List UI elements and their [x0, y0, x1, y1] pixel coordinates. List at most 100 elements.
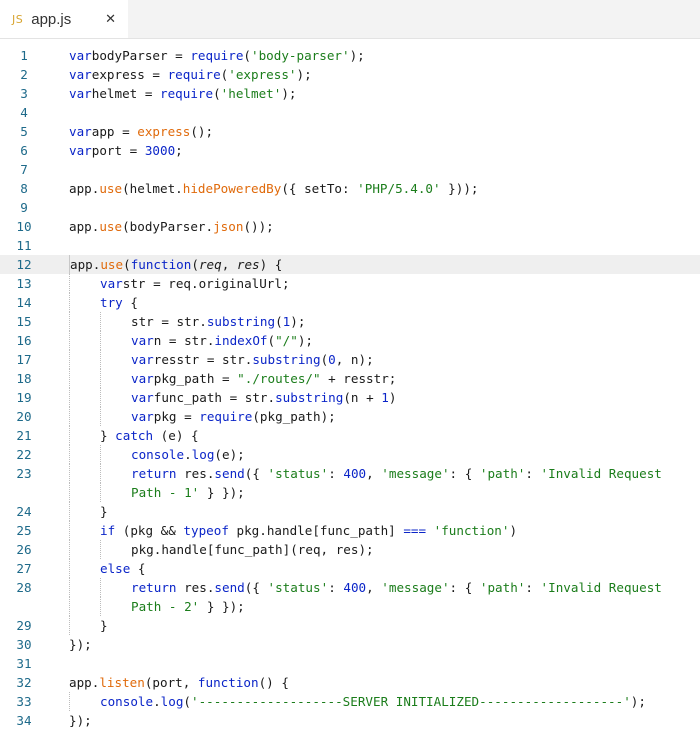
token-kw: substring — [252, 352, 321, 367]
token-kw: var — [131, 390, 154, 405]
line-number: 33 — [16, 694, 32, 709]
code-text: varexpress = require('express'); — [69, 65, 312, 84]
code-text: varhelmet = require('helmet'); — [69, 84, 297, 103]
line-number: 28 — [16, 580, 32, 595]
code-line[interactable]: 4 — [0, 103, 700, 122]
code-line[interactable]: 29} — [0, 616, 700, 635]
indent-guide — [100, 388, 101, 407]
line-number: 13 — [16, 276, 32, 291]
tab-bar: JS app.js ✕ — [0, 0, 700, 39]
token-str: 'helmet' — [220, 86, 282, 101]
token-text: ()); — [243, 219, 274, 234]
token-kw: var — [69, 86, 92, 101]
token-text: (n + — [343, 390, 382, 405]
code-text: varpkg = require(pkg_path); — [131, 407, 336, 426]
code-line[interactable]: Path - 2' } }); — [0, 597, 700, 616]
code-line[interactable]: 11 — [0, 236, 700, 255]
token-kw: return — [131, 580, 177, 595]
line-number: 20 — [16, 409, 32, 424]
code-line[interactable]: 34}); — [0, 711, 700, 730]
token-str: "/" — [275, 333, 298, 348]
code-line[interactable]: Path - 1' } }); — [0, 483, 700, 502]
token-text: ); — [349, 48, 365, 63]
code-line[interactable]: 30}); — [0, 635, 700, 654]
line-number: 17 — [16, 352, 32, 367]
token-text: . — [153, 694, 161, 709]
tab-app-js[interactable]: JS app.js ✕ — [0, 0, 128, 38]
code-line[interactable]: 9 — [0, 198, 700, 217]
token-str: 'path' — [479, 466, 526, 481]
token-str: 'message' — [381, 466, 450, 481]
token-str: 'Invalid Request — [540, 466, 662, 481]
token-kw: send — [214, 466, 245, 481]
indent-guide — [69, 578, 70, 597]
indent-guide — [69, 692, 70, 711]
token-text: ) { — [259, 257, 283, 272]
indent-guide — [69, 616, 70, 635]
code-text: }); — [69, 711, 92, 730]
code-text: app.use(helmet.hidePoweredBy({ setTo: 'P… — [69, 179, 479, 198]
token-kw: var — [69, 124, 92, 139]
code-text: Path - 1' } }); — [131, 483, 245, 502]
token-kw: require — [167, 67, 221, 82]
code-line[interactable]: 20 varpkg = require(pkg_path); — [0, 407, 700, 426]
token-fn: listen — [99, 675, 145, 690]
close-icon[interactable]: ✕ — [105, 11, 116, 27]
code-line[interactable]: 7 — [0, 160, 700, 179]
token-num: 1 — [282, 314, 291, 329]
token-kw: log — [160, 694, 184, 709]
token-text: ); — [630, 694, 646, 709]
code-line[interactable]: 24} — [0, 502, 700, 521]
code-text: varapp = express(); — [69, 122, 213, 141]
code-line[interactable]: 31 — [0, 654, 700, 673]
code-text: console.log('-------------------SERVER I… — [100, 692, 646, 711]
token-text: } — [100, 428, 116, 443]
line-number: 29 — [16, 618, 32, 633]
code-text: } — [100, 502, 108, 521]
code-text: } — [100, 616, 108, 635]
token-kw: try — [100, 295, 123, 310]
token-text: ); — [290, 314, 306, 329]
code-text: }); — [69, 635, 92, 654]
token-text: bodyParser = — [91, 48, 191, 63]
token-str: 'express' — [228, 67, 297, 82]
token-text: ( — [213, 86, 221, 101]
token-str: '-------------------SERVER INITIALIZED--… — [191, 694, 631, 709]
code-text: varport = 3000; — [69, 141, 183, 160]
token-kw: === — [403, 523, 427, 538]
token-str: 'Invalid Request — [540, 580, 662, 595]
token-text: , — [366, 580, 382, 595]
line-number: 15 — [16, 314, 32, 329]
token-num: 400 — [343, 580, 367, 595]
code-line[interactable]: 33 console.log('-------------------SERVER… — [0, 692, 700, 711]
indent-guide — [69, 293, 70, 312]
line-number: 11 — [16, 238, 32, 253]
indent-guide — [69, 331, 70, 350]
token-fn: json — [213, 219, 244, 234]
code-line[interactable]: 21} catch (e) { — [0, 426, 700, 445]
token-text: ( — [243, 48, 251, 63]
